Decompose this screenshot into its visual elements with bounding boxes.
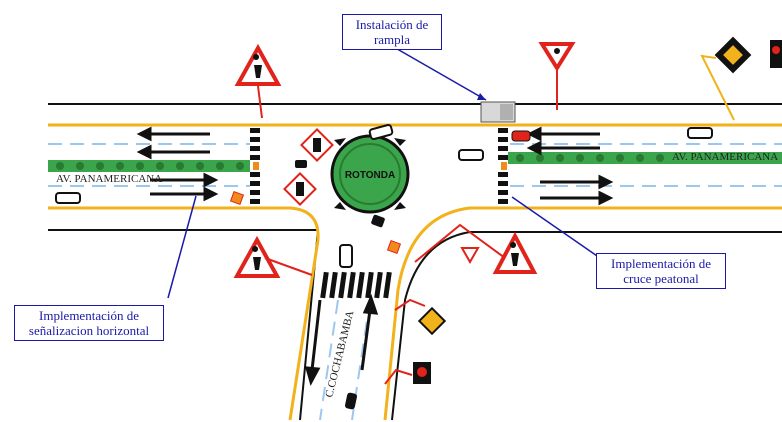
crossing-marker-west — [253, 162, 259, 170]
ramp-callout-line — [391, 45, 487, 101]
street-arrows — [304, 293, 379, 386]
yield-sign-small — [460, 247, 480, 265]
ramp-callout-text: Instalación de rampla — [355, 17, 429, 47]
marking-callout-line1: Implementación de — [39, 308, 139, 323]
street-edge-right — [391, 231, 471, 421]
pedestrian-warning-sign-top — [234, 43, 282, 119]
south-east-curb — [383, 206, 782, 421]
marking-callout: Implementación de señalizacion horizonta… — [14, 305, 164, 341]
vehicles — [55, 123, 713, 410]
marking-callout-line — [167, 195, 197, 299]
median-right — [508, 152, 782, 164]
crossing-marker-east — [501, 162, 507, 170]
marking-callout-line2: señalizacion horizontal — [28, 323, 150, 338]
street-label: C.COCHABAMBA — [323, 309, 356, 398]
median-bushes — [56, 154, 664, 170]
crossing-callout: Implementación de cruce peatonal — [596, 253, 726, 289]
diamond-warning-sign-top-right — [700, 36, 752, 121]
avenue-label-left: AV. PANAMERICANA — [56, 173, 162, 185]
south-west-curb — [48, 206, 320, 421]
yield-sign — [538, 42, 576, 110]
avenue-label-right: AV. PANAMERICANA — [672, 151, 778, 163]
roundabout-arrows — [334, 138, 406, 210]
crossing-callout-line — [511, 196, 601, 259]
crossing-callout-line1: Implementación de — [611, 256, 711, 271]
ramp-slope — [500, 104, 513, 120]
speed-limit-sign-top-right — [770, 40, 782, 68]
zebra-crossing-east — [498, 128, 508, 204]
traffic-light-sign-2 — [283, 172, 317, 206]
lane-arrows-left — [136, 126, 219, 202]
traffic-light-sign-1 — [300, 128, 334, 162]
street-lane-dash-1 — [319, 299, 339, 421]
speed-limit-sign — [384, 362, 431, 385]
ramp-callout: Instalación de rampla — [342, 14, 442, 50]
zebra-crossing-south — [320, 271, 392, 299]
zebra-crossing-west — [250, 128, 260, 204]
crossing-callout-line2: cruce peatonal — [623, 271, 699, 286]
lane-arrows-right — [526, 126, 614, 206]
roundabout-label: ROTONDA — [345, 170, 395, 181]
roundabout-inner-ring — [339, 143, 401, 205]
pedestrian-warning-sign-bottom-left — [233, 235, 313, 278]
pedestrian-warning-sign-bottom-right — [414, 223, 538, 274]
diamond-warning-sign-street — [394, 298, 447, 336]
